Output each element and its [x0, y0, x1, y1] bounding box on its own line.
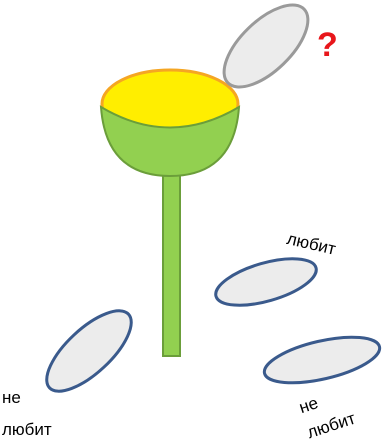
fallen-petal-middle — [211, 249, 321, 314]
label-not-loves-left-line1: не — [2, 389, 21, 406]
question-mark: ? — [317, 28, 338, 62]
fallen-petal-left — [35, 298, 144, 404]
fallen-petal-right — [260, 328, 384, 392]
label-not-loves-left-line2: любит — [2, 421, 52, 438]
flower-stem — [163, 173, 180, 356]
